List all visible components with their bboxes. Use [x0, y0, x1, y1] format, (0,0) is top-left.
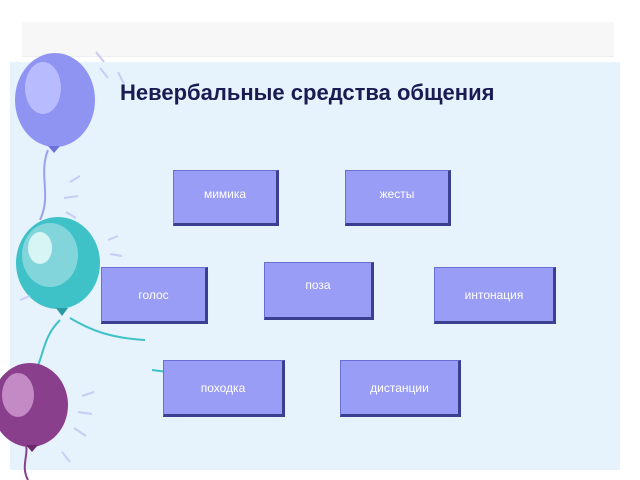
sparkle-icon: [19, 51, 125, 463]
header-bar: [22, 22, 614, 57]
box-distantsii: дистанции: [340, 360, 461, 417]
box-mimika: мимика: [173, 170, 279, 226]
box-pokhodka: походка: [163, 360, 285, 417]
box-zhesty: жесты: [345, 170, 451, 226]
box-intonatsiya: интонация: [434, 267, 556, 324]
balloon-purple-icon: [0, 363, 68, 480]
balloon-teal-icon: [16, 217, 169, 381]
box-poza: поза: [264, 262, 374, 320]
balloon-blue-icon: [15, 53, 95, 221]
page-title: Невербальные средства общения: [120, 80, 495, 105]
box-golos: голос: [101, 267, 208, 324]
